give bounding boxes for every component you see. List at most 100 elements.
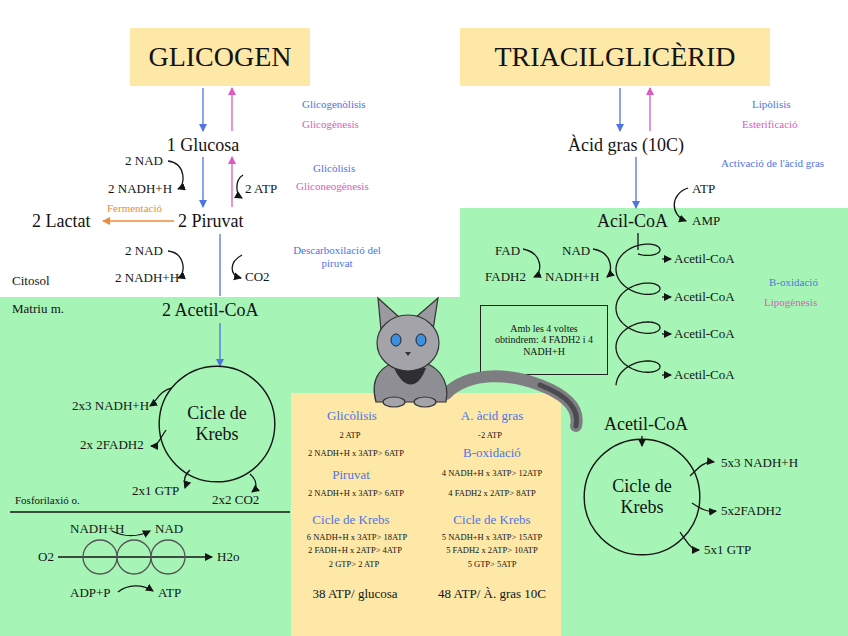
metabolite-label: 2 Piruvat <box>178 211 244 232</box>
pathway-arrow <box>202 157 203 207</box>
tally-line: 5 GTP> 5ATP <box>468 560 517 570</box>
circle-outline-shape <box>584 439 700 555</box>
cofactor-label: NADH+H <box>70 522 124 537</box>
metabolite-label: 1 Glucosa <box>167 135 239 156</box>
section-heading: Cicle de Krebs <box>312 513 389 528</box>
cofactor-label: ATP <box>692 182 715 197</box>
metabolite-label: Acil-CoA <box>597 211 668 232</box>
pathway-arrow <box>635 157 636 208</box>
summary-panel: Glicòlisis2 ATP2 NADH+H x 3ATP> 6ATPPiru… <box>291 393 561 636</box>
metabolite-label: Acetil-CoA <box>604 414 688 435</box>
process-label: Lipogènesis <box>764 296 817 309</box>
tally-line: -2 ATP <box>478 431 502 441</box>
tally-line: 2 FADH+H x 2ATP> 4ATP <box>308 546 402 556</box>
pathway-arrow <box>219 323 220 366</box>
metabolite-label: Àcid gras (10C) <box>568 135 684 156</box>
output-arrow <box>150 388 172 406</box>
node-label: GLICOGEN <box>148 41 291 73</box>
section-heading: Glicòlisis <box>327 409 377 424</box>
pathway-line <box>219 234 220 296</box>
circle-outline-shape <box>159 366 275 482</box>
node-label: TRIACILGLICÈRID <box>494 41 735 73</box>
cat-tail-stripe <box>540 385 577 426</box>
cat-tail <box>446 376 577 426</box>
atp-arrow <box>118 586 153 592</box>
tally-line: 2 NADH+H x 3ATP> 6ATP <box>308 489 404 499</box>
title-box: GLICOGEN <box>130 28 310 86</box>
pathway-arrow <box>231 88 232 131</box>
cofactor-label: O2 <box>38 550 54 565</box>
cycle-circle: Cicle de Krebs <box>158 365 276 483</box>
cofactor-label: Citosol <box>12 274 50 289</box>
matrix-region <box>0 208 848 636</box>
electron-chain-arrow <box>58 556 212 557</box>
cofactor-label: Fosforilaxió o. <box>15 494 80 507</box>
cofactor-label: FAD <box>495 244 520 259</box>
cat-eye <box>416 334 426 346</box>
pathway-arrow <box>649 88 650 131</box>
cofactor-label: Matriu m. <box>12 302 64 317</box>
product-arrow <box>662 374 671 375</box>
tally-line: 4 FADH2 x 2ATP> 8ATP <box>448 489 535 499</box>
product-arrow <box>662 258 671 259</box>
cofactor-label: 2x3 NADH+H <box>72 399 149 414</box>
cat-eye <box>391 334 401 346</box>
cofactor-label: 5x3 NADH+H <box>721 456 798 471</box>
cofactor-label: Acetil-CoA <box>674 252 735 267</box>
section-heading: Cicle de Krebs <box>453 513 530 528</box>
tally-line: 2 ATP <box>339 431 360 441</box>
cofactor-arrow <box>237 175 243 198</box>
cofactor-label: AMP <box>692 214 720 229</box>
metabolite-label: 2 Lactat <box>32 211 90 232</box>
cofactor-label: ADP+P <box>70 586 111 601</box>
cofactor-label: Acetil-CoA <box>674 327 735 342</box>
title-box: Amb les 4 voltes obtindrem: 4 FADH2 i 4 … <box>480 305 608 375</box>
tally-line: 2 GTP> 2 ATP <box>329 560 379 570</box>
process-label: Glicogenòlisis <box>302 98 366 111</box>
cofactor-label: 2 NAD <box>125 154 163 169</box>
tally-line: 6 NADH+H x 3ATP> 18ATP <box>307 533 407 543</box>
cofactor-label: Acetil-CoA <box>674 290 735 305</box>
output-arrow <box>690 462 714 476</box>
spiral-entry <box>637 233 638 250</box>
process-label: B-oxidació <box>769 276 818 289</box>
cofactor-label: H2o <box>217 550 239 565</box>
chain-complex <box>83 540 117 574</box>
cofactor-label: NAD <box>155 522 183 537</box>
cofactor-label: 2 NAD <box>125 244 163 259</box>
tally-line: 4 NADH+H x 3ATP> 12ATP <box>442 469 542 479</box>
cat-paw <box>414 397 436 407</box>
cofactor-label: ATP <box>158 586 181 601</box>
cycle-circle: Cicle de Krebs <box>583 438 701 556</box>
pathway-arrow <box>202 88 203 131</box>
cat-nose <box>405 352 411 356</box>
cat-paw <box>383 397 405 407</box>
product-arrow <box>662 333 671 334</box>
title-box: TRIACILGLICÈRID <box>460 28 770 86</box>
cofactor-label: 5x2FADH2 <box>721 504 781 519</box>
output-arrow <box>250 474 256 492</box>
process-label: Esterificació <box>742 118 798 131</box>
cofactor-label: NAD <box>562 244 590 259</box>
cofactor-label: 2x2 CO2 <box>212 493 259 508</box>
process-label: Lipòlisis <box>752 98 791 111</box>
divider-line <box>10 511 290 512</box>
chain-complex <box>117 540 151 574</box>
node-label: Amb les 4 voltes obtindrem: 4 FADH2 i 4 … <box>488 323 600 358</box>
process-label: Activació de l'àcid gras <box>721 157 824 170</box>
fermentation-arrow <box>103 220 174 221</box>
tally-line: 5 FADH2 x 2ATP> 10ATP <box>446 546 538 556</box>
cofactor-label: 2x1 GTP <box>132 484 179 499</box>
chain-complex <box>151 540 185 574</box>
cofactor-label: CO2 <box>245 270 270 285</box>
section-heading: B-oxidació <box>463 446 521 461</box>
node-label: Cicle de Krebs <box>602 476 682 517</box>
output-arrow <box>680 532 699 550</box>
cat-head <box>377 315 439 371</box>
pathway-arrow <box>641 436 642 446</box>
process-label: Fermentació <box>107 202 162 215</box>
metabolite-label: 2 Acetil-CoA <box>162 300 259 321</box>
cofactor-label: Acetil-CoA <box>674 368 735 383</box>
cofactor-label: FADH2 <box>485 270 526 285</box>
